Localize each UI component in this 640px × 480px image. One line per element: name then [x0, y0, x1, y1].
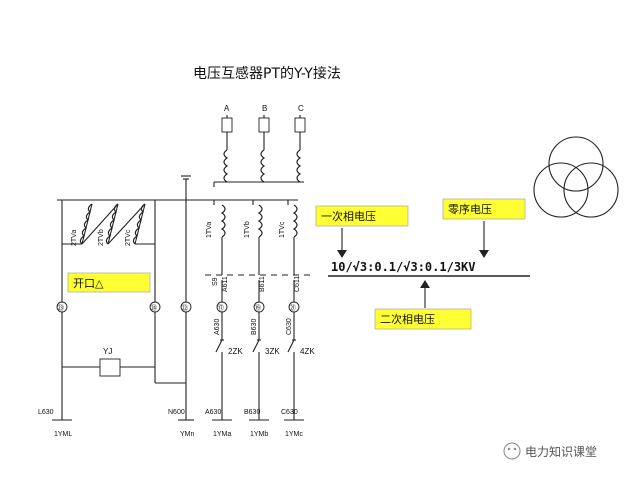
wechat-icon	[503, 442, 521, 460]
label-b630: B630	[244, 409, 260, 416]
ground-icon	[181, 175, 191, 200]
primary-fuses	[221, 115, 306, 150]
switch-4zk-label: 4ZK	[300, 347, 315, 356]
secondary-windings	[213, 200, 298, 275]
label-ymn: YMn	[180, 431, 195, 438]
winding-1tva-label: 1TVa	[206, 222, 213, 238]
label-1ymc: 1YMc	[285, 431, 303, 438]
terminal-19: ⑲	[254, 304, 261, 312]
zero-sequence-callout	[442, 198, 526, 220]
open-delta-callout	[67, 272, 151, 293]
winding-2tvc-label: 2TVc	[125, 229, 132, 246]
watermark: 电力知识课堂	[503, 442, 597, 460]
watermark-text: 电力知识课堂	[525, 445, 597, 459]
secondary-voltage-callout-text: 二次相电压	[380, 312, 435, 326]
switch-contacts	[215, 339, 296, 353]
winding-1tvc-label: 1TVc	[279, 221, 286, 238]
primary-voltage-callout-text: 一次相电压	[321, 209, 376, 223]
terminal-markers	[56, 301, 300, 313]
zero-sequence-callout-text: 零序电压	[448, 202, 492, 216]
relay-coil-icon	[99, 358, 121, 377]
terminal-17: ⑰	[217, 304, 224, 312]
diagram-title: 电压互感器PT的Y-Y接法	[193, 65, 341, 82]
label-l630: L630	[38, 409, 54, 416]
winding-1tvb-label: 1TVb	[244, 221, 251, 238]
phase-label-c: C	[298, 104, 304, 113]
switch-3zk-label: 3ZK	[265, 347, 280, 356]
label-n600: N600	[168, 409, 185, 416]
label-1yml: 1YML	[54, 431, 72, 438]
terminal-22: ㉒	[181, 304, 188, 312]
fuse-b-icon	[258, 117, 270, 133]
switch-2zk-label: 2ZK	[228, 347, 243, 356]
primary-coils	[213, 149, 304, 187]
winding-2tva-label: 2TVa	[71, 230, 78, 246]
label-a630: A630	[205, 409, 221, 416]
label-1ymb: 1YMb	[250, 431, 268, 438]
phase-label-a: A	[224, 104, 230, 113]
fuse-label-b611: B611	[259, 276, 266, 292]
wire-c630-upper: C630	[286, 318, 293, 335]
three-winding-transformer-icon	[533, 136, 619, 218]
fuse-label-s9: S9	[212, 277, 219, 286]
label-1yma: 1YMa	[213, 431, 231, 438]
terminal-21: ㉑	[289, 304, 296, 312]
label-c630: C630	[281, 409, 298, 416]
wire-b630-upper: B630	[251, 319, 258, 335]
phase-label-b: B	[262, 104, 267, 113]
open-delta-windings	[61, 200, 156, 308]
terminal-24: ㉔	[150, 304, 157, 312]
winding-2tvb-label: 2TVb	[98, 229, 105, 246]
wire-a630-upper: A630	[214, 319, 221, 335]
fuse-a-icon	[221, 117, 233, 133]
fuse-label-a611: A611	[222, 276, 229, 292]
fuse-label-c611: C611	[294, 276, 301, 292]
terminal-23: ㉓	[57, 304, 64, 312]
fuse-c-icon	[294, 117, 306, 133]
relay-yj	[62, 358, 155, 377]
open-delta-callout-text: 开口△	[73, 277, 104, 290]
voltage-ratio: 10/√3:0.1/√3:0.1/3KV	[331, 260, 476, 274]
relay-label: YJ	[103, 347, 112, 356]
primary-voltage-callout	[315, 205, 409, 227]
secondary-voltage-callout	[374, 308, 472, 330]
